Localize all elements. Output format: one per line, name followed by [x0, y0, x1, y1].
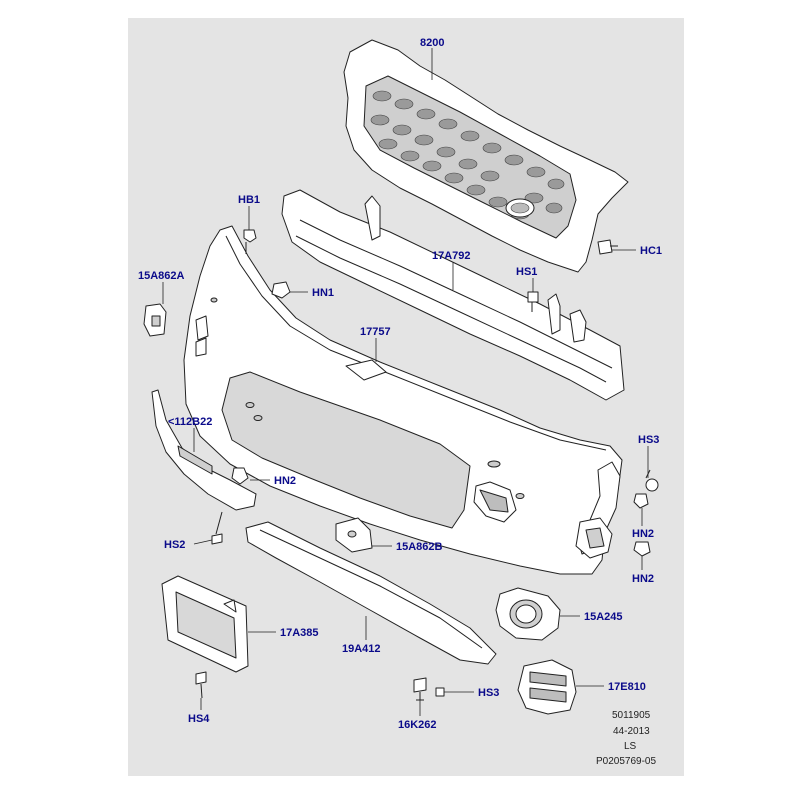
callout-15a862a[interactable]: 15A862A	[138, 270, 185, 282]
callout-hn2-right-lower[interactable]: HN2	[632, 573, 654, 585]
footer-code-3: LS	[624, 741, 637, 752]
radiator-grille-part[interactable]	[343, 39, 629, 273]
bracket-right-side[interactable]	[575, 517, 613, 559]
fog-lamp-17e810-part[interactable]	[517, 659, 577, 715]
callout-hs3-upper[interactable]: HS3	[638, 434, 659, 446]
callout-hs3-lower[interactable]: HS3	[478, 687, 499, 699]
callout-hs4[interactable]: HS4	[188, 713, 210, 725]
callout-16k262[interactable]: 16K262	[398, 719, 437, 731]
callout-hn1[interactable]: HN1	[312, 287, 334, 299]
callout-19a412[interactable]: 19A412	[342, 643, 381, 655]
callout-15a862b[interactable]: 15A862B	[396, 541, 443, 553]
clip-hc1[interactable]	[597, 239, 618, 255]
fog-lamp-bezel-15a245-part[interactable]	[495, 587, 561, 641]
footer-code-4: P0205769-05	[596, 756, 656, 767]
callout-hs1[interactable]: HS1	[516, 266, 537, 278]
leader-hs2	[193, 539, 213, 545]
footer-code-2: 44-2013	[613, 726, 650, 737]
front-bumper-cover-part[interactable]	[183, 225, 623, 575]
nut-hn2-right-upper[interactable]	[633, 493, 649, 509]
callout-hs2[interactable]: HS2	[164, 539, 185, 551]
callout-17a385[interactable]: 17A385	[280, 627, 319, 639]
trim-strip-112b22-part[interactable]	[151, 389, 257, 511]
callout-17757[interactable]: 17757	[360, 326, 391, 338]
screw-hs3-right[interactable]	[645, 469, 659, 492]
callout-hn2-right-upper[interactable]: HN2	[632, 528, 654, 540]
callout-17a792[interactable]: 17A792	[432, 250, 471, 262]
bracket-15a862b-part[interactable]	[335, 517, 373, 553]
nut-hn2-right-lower[interactable]	[633, 541, 651, 557]
footer-code-1: 5011905	[612, 710, 651, 721]
callout-112b22[interactable]: <112B22	[168, 416, 212, 428]
bracket-15a862a-part[interactable]	[143, 303, 167, 337]
callout-hb1[interactable]: HB1	[238, 194, 260, 206]
screw-hs1[interactable]	[527, 291, 539, 312]
nut-hn2-left[interactable]	[231, 467, 249, 485]
screw-hs2[interactable]	[211, 511, 223, 545]
bumper-crossmember-part[interactable]	[281, 189, 625, 401]
callout-17e810[interactable]: 17E810	[608, 681, 646, 693]
license-plate-bracket-17a385-part[interactable]	[161, 575, 249, 673]
nut-hn1[interactable]	[271, 281, 291, 299]
screw-hs3-lower[interactable]	[435, 687, 445, 697]
screw-hs4[interactable]	[195, 671, 207, 699]
lower-spoiler-19a412-part[interactable]	[245, 521, 497, 665]
callout-8200[interactable]: 8200	[420, 37, 444, 49]
fastener-hb1[interactable]	[243, 229, 257, 254]
callout-15a245[interactable]: 15A245	[584, 611, 623, 623]
clip-16k262[interactable]	[413, 677, 427, 701]
callout-hn2-left[interactable]: HN2	[274, 475, 296, 487]
callout-hc1[interactable]: HC1	[640, 245, 662, 257]
